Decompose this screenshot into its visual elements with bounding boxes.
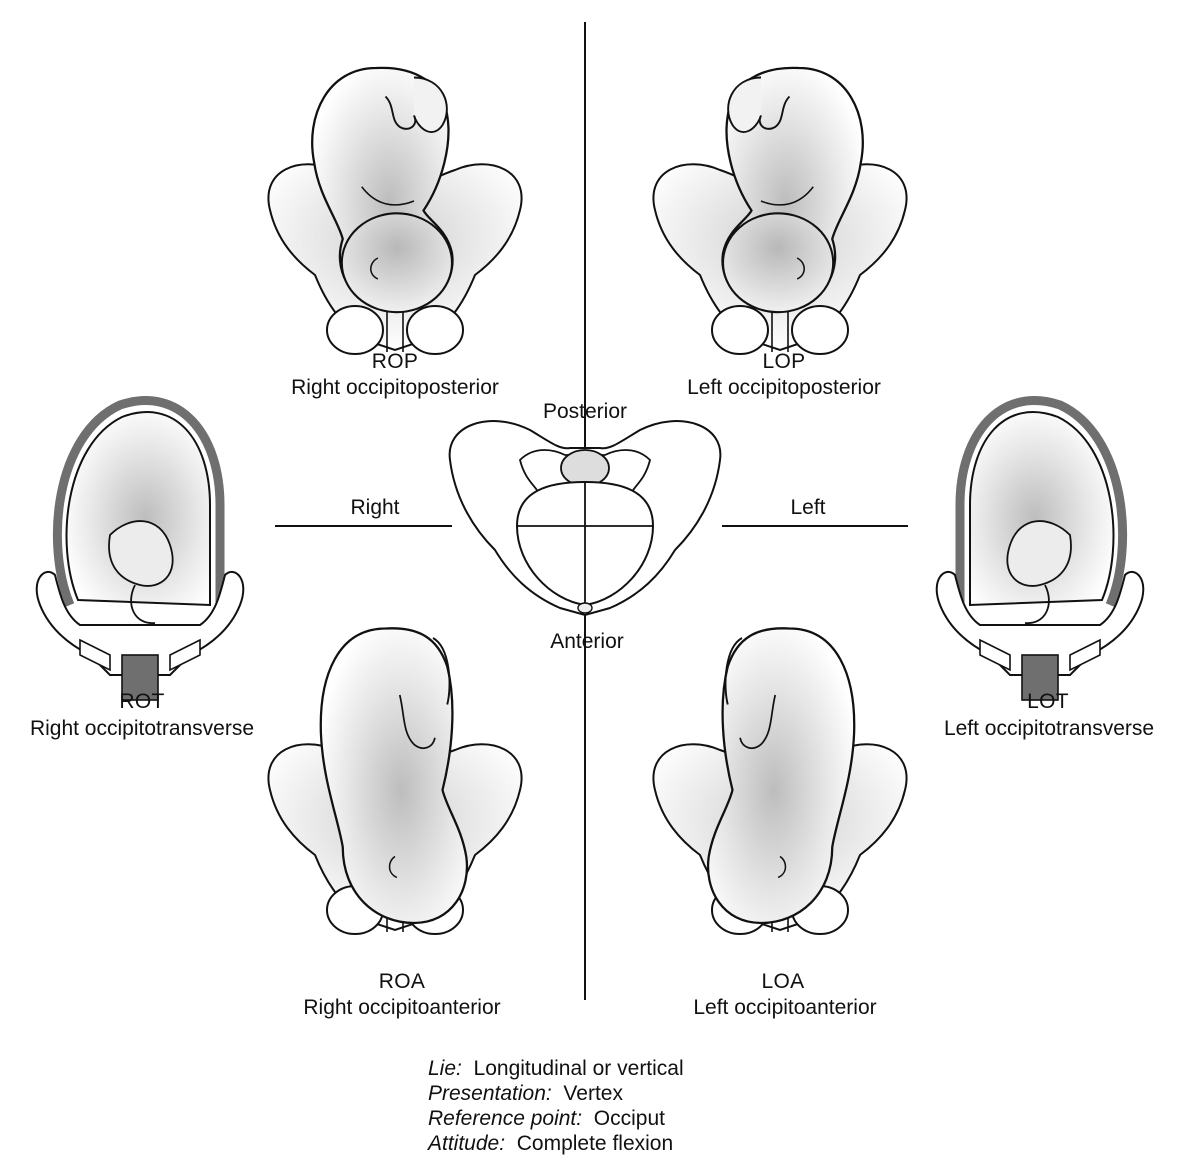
legend-value: Longitudinal or vertical	[474, 1057, 684, 1080]
legend-value: Complete flexion	[517, 1132, 673, 1155]
lop-abbr: LOP	[734, 350, 834, 374]
rop-illustration	[268, 68, 521, 354]
legend-term: Reference point:	[428, 1107, 582, 1130]
right-label: Right	[330, 496, 420, 520]
lop-full-name: Left occipitoposterior	[650, 376, 918, 400]
loa-full-name: Left occipitoanterior	[660, 996, 910, 1020]
legend-row-lie: Lie: Longitudinal or vertical	[428, 1056, 684, 1081]
legend-row-presentation: Presentation: Vertex	[428, 1081, 684, 1106]
rot-abbr: ROT	[92, 690, 192, 714]
roa-abbr: ROA	[352, 970, 452, 994]
left-label: Left	[768, 496, 848, 520]
legend-term: Presentation:	[428, 1082, 552, 1105]
legend-term: Attitude:	[428, 1132, 505, 1155]
roa-illustration	[268, 628, 521, 934]
loa-abbr: LOA	[733, 970, 833, 994]
legend-row-attitude: Attitude: Complete flexion	[428, 1131, 684, 1156]
central-pelvis-illustration	[450, 421, 721, 615]
rop-full-name: Right occipitoposterior	[260, 376, 530, 400]
lot-illustration	[937, 401, 1144, 700]
rot-full-name: Right occipitotransverse	[0, 717, 284, 741]
legend-row-reference-point: Reference point: Occiput	[428, 1106, 684, 1131]
roa-full-name: Right occipitoanterior	[270, 996, 534, 1020]
legend-value: Occiput	[594, 1107, 665, 1130]
loa-illustration	[653, 628, 906, 934]
lot-full-name: Left occipitotransverse	[920, 717, 1178, 741]
legend: Lie: Longitudinal or vertical Presentati…	[428, 1056, 684, 1156]
rop-abbr: ROP	[345, 350, 445, 374]
posterior-label: Posterior	[525, 400, 645, 424]
lop-illustration	[653, 68, 906, 354]
legend-term: Lie:	[428, 1057, 462, 1080]
legend-value: Vertex	[563, 1082, 623, 1105]
lot-abbr: LOT	[998, 690, 1098, 714]
anterior-label: Anterior	[527, 630, 647, 654]
rot-illustration	[37, 401, 244, 700]
